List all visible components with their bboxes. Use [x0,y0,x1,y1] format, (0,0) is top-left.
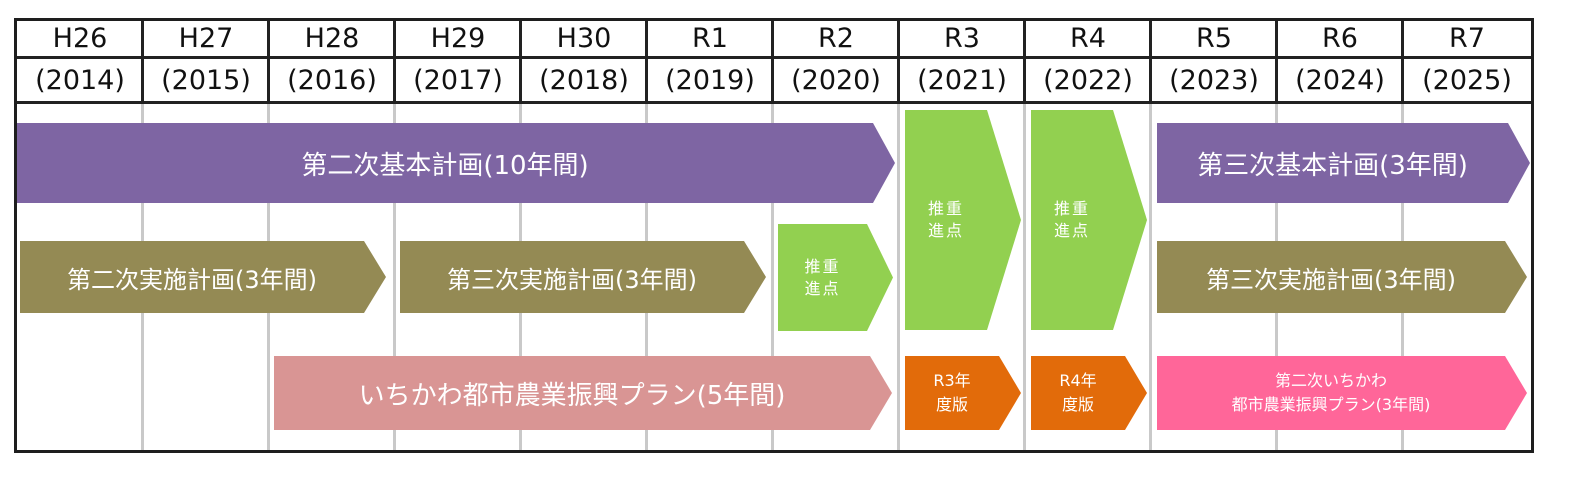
bar-label: 推重 進点 [1053,199,1090,240]
year-cell: R1 (2019) [647,21,773,101]
bar-label: 第二次実施計画(3年間) [67,265,317,294]
era-label: R5 [1151,21,1277,59]
year-cell: R4 (2022) [1025,21,1151,101]
bar-label: 第三次実施計画(3年間) [447,265,697,294]
bar-label: R4年 度版 [1059,371,1097,414]
year-cell: H26 (2014) [17,21,143,101]
year-cell: R3 (2021) [899,21,1025,101]
grid-line [1023,104,1026,450]
year-label: (2025) [1422,64,1512,96]
year-cell: R2 (2020) [773,21,899,101]
bar-label: 第三次基本計画(3年間) [1197,150,1468,181]
column-divider [1149,21,1152,101]
column-divider [1023,21,1026,101]
grid-line [897,104,900,450]
column-divider [645,21,648,101]
era-label: R4 [1025,21,1151,59]
column-divider [771,21,774,101]
year-label: (2023) [1169,64,1259,96]
bar-label: 第二次いちかわ 都市農業振興プラン(3年間) [1231,371,1431,414]
year-label: (2016) [287,64,377,96]
year-label: (2014) [35,64,125,96]
column-divider [393,21,396,101]
year-label: (2022) [1043,64,1133,96]
year-label: (2018) [539,64,629,96]
column-divider [1275,21,1278,101]
year-header: H26(2014) H27(2015) H28(2016) H29(2017) … [17,21,1531,101]
year-label: (2020) [791,64,881,96]
era-label: R2 [773,21,899,59]
priority-points-r2-bar: 推重 進点 [778,224,893,331]
era-label: R3 [899,21,1025,59]
timeline-frame [14,18,1534,453]
year-label: (2015) [161,64,251,96]
era-label: R1 [647,21,773,59]
third-implementation-plan-bar: 第三次実施計画(3年間) [400,241,766,313]
era-label: R6 [1277,21,1403,59]
year-cell: H27 (2015) [143,21,269,101]
column-divider [897,21,900,101]
year-cell: H28 (2016) [269,21,395,101]
year-cell: R5 (2023) [1151,21,1277,101]
era-label: R7 [1403,21,1531,59]
era-label: H30 [521,21,647,59]
column-divider [267,21,270,101]
third-implementation-plan-bar: 第三次実施計画(3年間) [1157,241,1527,313]
year-label: (2019) [665,64,755,96]
year-cell: R7 (2025) [1403,21,1531,101]
era-label: H27 [143,21,269,59]
second-basic-plan-bar: 第二次基本計画(10年間) [17,123,895,203]
header-divider [17,101,1531,104]
r4-edition-bar: R4年 度版 [1031,356,1147,430]
year-cell: R6 (2024) [1277,21,1403,101]
second-implementation-plan-bar: 第二次実施計画(3年間) [20,241,386,313]
grid-line [393,104,396,450]
grid-line [771,104,774,450]
bar-label: 第三次実施計画(3年間) [1206,265,1456,294]
column-divider [1401,21,1404,101]
bar-label: 推重 進点 [804,256,841,298]
era-label: H26 [17,21,143,59]
grid-line [1149,104,1152,450]
third-basic-plan-bar: 第三次基本計画(3年間) [1157,123,1530,203]
year-label: (2021) [917,64,1007,96]
column-divider [141,21,144,101]
year-cell: H30 (2018) [521,21,647,101]
era-label: H29 [395,21,521,59]
bar-label: 第二次基本計画(10年間) [301,150,589,181]
bar-label: 推重 進点 [927,199,964,240]
column-divider [519,21,522,101]
r3-edition-bar: R3年 度版 [905,356,1021,430]
urban-agriculture-plan-bar: いちかわ都市農業振興プラン(5年間) [274,356,892,430]
bar-label: いちかわ都市農業振興プラン(5年間) [358,380,786,411]
year-label: (2017) [413,64,503,96]
era-label: H28 [269,21,395,59]
bar-label: R3年 度版 [933,371,971,414]
second-urban-agriculture-plan-bar: 第二次いちかわ 都市農業振興プラン(3年間) [1157,356,1527,430]
year-label: (2024) [1295,64,1385,96]
year-cell: H29 (2017) [395,21,521,101]
